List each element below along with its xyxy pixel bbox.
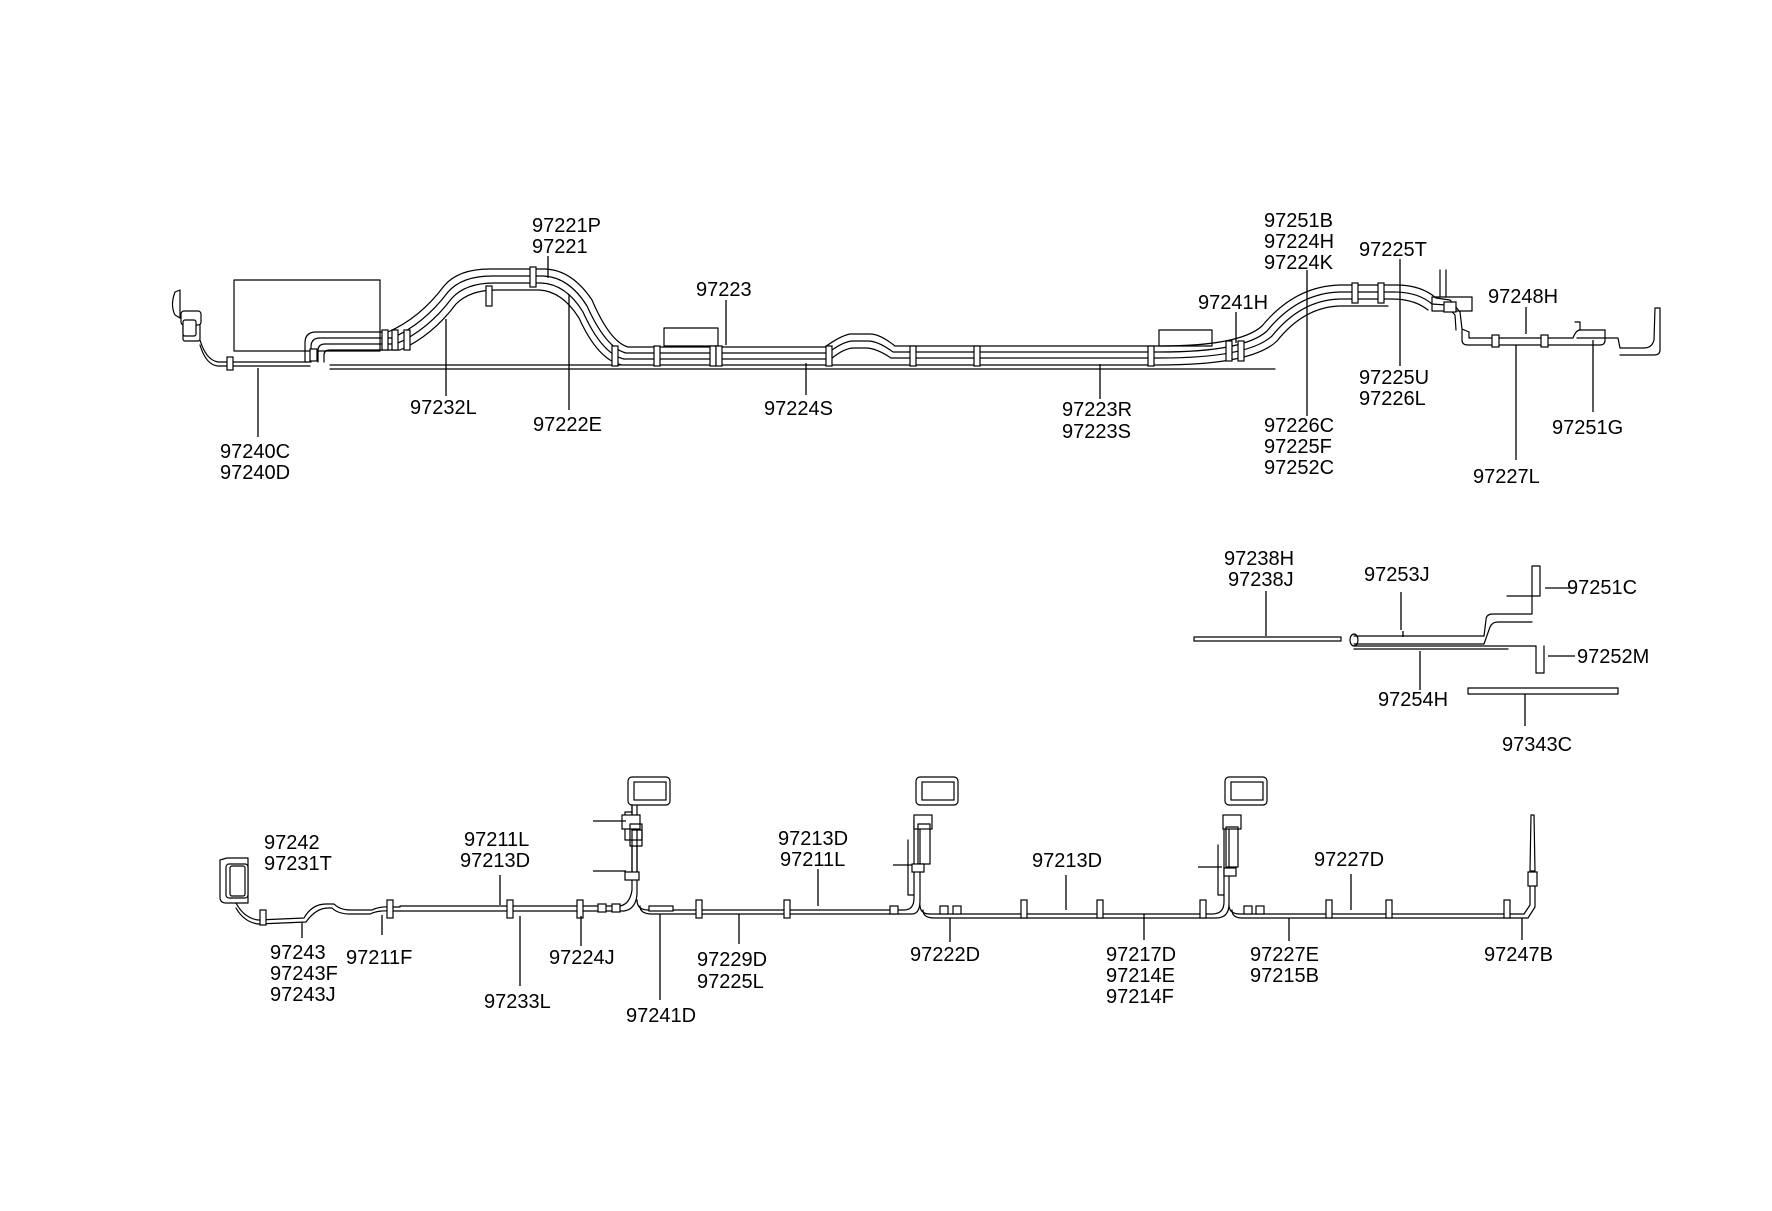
label-97214F: 97214F	[1106, 986, 1174, 1008]
label-97222D: 97222D	[910, 944, 980, 966]
top-left-connector	[171, 289, 202, 342]
label-97241H: 97241H	[1198, 292, 1268, 314]
label-97252M: 97252M	[1577, 646, 1649, 668]
label-97242: 97242	[264, 832, 320, 854]
leader-lines	[257, 256, 1594, 1000]
label-97211L-top: 97211L	[464, 829, 529, 851]
label-97254H: 97254H	[1378, 689, 1448, 711]
label-97213D-right: 97213D	[1032, 850, 1102, 872]
top-left-housing	[233, 279, 381, 352]
label-97248H: 97248H	[1488, 286, 1558, 308]
label-97225U: 97225U	[1359, 367, 1429, 389]
label-97241D: 97241D	[626, 1005, 696, 1027]
label-97225F: 97225F	[1264, 436, 1332, 458]
label-97223R: 97223R	[1062, 399, 1132, 421]
label-97240C: 97240C	[220, 441, 290, 463]
label-97224H: 97224H	[1264, 231, 1334, 253]
label-97243: 97243	[270, 942, 326, 964]
part-labels: 97240C 97240D 97232L 97221P 97221 97222E…	[220, 210, 1649, 1027]
label-97211L-mid: 97211L	[780, 849, 845, 871]
label-97213D-top: 97213D	[460, 850, 530, 872]
label-97221: 97221	[532, 236, 588, 258]
label-97231T: 97231T	[264, 853, 332, 875]
label-97217D: 97217D	[1106, 944, 1176, 966]
bottom-harness	[219, 776, 1538, 926]
label-97253J: 97253J	[1364, 564, 1430, 586]
label-97226C: 97226C	[1264, 415, 1334, 437]
bottom-left-connector	[219, 857, 249, 904]
label-97243F: 97243F	[270, 963, 338, 985]
label-97226L: 97226L	[1359, 388, 1426, 410]
bottom-connector-2	[893, 776, 959, 896]
label-97227E: 97227E	[1250, 944, 1319, 966]
label-97252C: 97252C	[1264, 457, 1334, 479]
label-97251B: 97251B	[1264, 210, 1333, 232]
top-harness	[171, 266, 1661, 371]
label-97225T: 97225T	[1359, 239, 1427, 261]
middle-right-parts	[1193, 565, 1619, 695]
label-97343C: 97343C	[1502, 734, 1572, 756]
label-97214E: 97214E	[1106, 965, 1175, 987]
label-97224K: 97224K	[1264, 252, 1334, 274]
label-97211F: 97211F	[346, 947, 412, 969]
label-97238J: 97238J	[1228, 569, 1294, 591]
label-97251C: 97251C	[1567, 577, 1637, 599]
top-clips	[309, 266, 1549, 367]
label-97224J: 97224J	[549, 947, 615, 969]
label-97221P: 97221P	[532, 215, 601, 237]
label-97213D-mid: 97213D	[778, 828, 848, 850]
label-97238H: 97238H	[1224, 548, 1294, 570]
bottom-clips	[259, 899, 1511, 926]
label-97227D: 97227D	[1314, 849, 1384, 871]
label-97240D: 97240D	[220, 462, 290, 484]
label-97243J: 97243J	[270, 984, 336, 1006]
label-97227L: 97227L	[1473, 466, 1540, 488]
label-97223: 97223	[696, 279, 752, 301]
label-97222E: 97222E	[533, 414, 602, 436]
label-97224S: 97224S	[764, 398, 833, 420]
label-97229D: 97229D	[697, 949, 767, 971]
label-97247B: 97247B	[1484, 944, 1553, 966]
bottom-connector-3	[1198, 776, 1268, 896]
label-97251G: 97251G	[1552, 417, 1623, 439]
label-97232L: 97232L	[410, 397, 477, 419]
label-97233L: 97233L	[484, 991, 551, 1013]
label-97223S: 97223S	[1062, 421, 1131, 443]
label-97225L: 97225L	[697, 971, 764, 993]
label-97215B: 97215B	[1250, 965, 1319, 987]
bottom-connector-1	[593, 776, 671, 881]
